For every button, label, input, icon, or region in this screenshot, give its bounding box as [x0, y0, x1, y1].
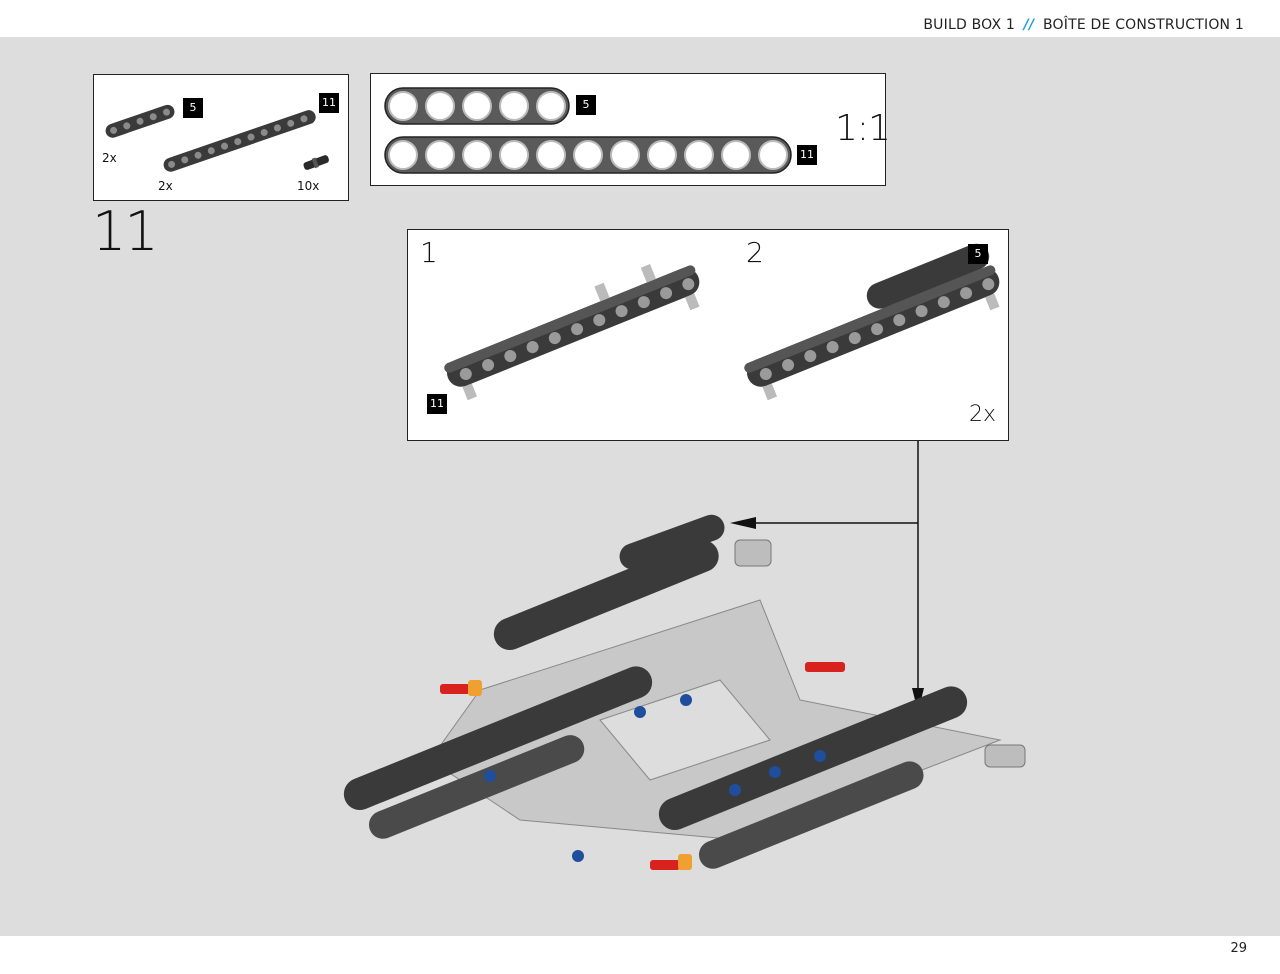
scale-beam-5 — [384, 87, 570, 125]
blue-pin-2 — [634, 706, 646, 718]
blue-pin-4 — [729, 784, 741, 796]
assembly-beam-left-long — [343, 666, 653, 811]
blue-pin-6 — [814, 750, 826, 762]
header-build-box-en: BUILD BOX 1 — [923, 17, 1016, 33]
pin-qty: 10x — [297, 179, 320, 193]
scale-reference-box: 5 11 1:1 — [370, 73, 891, 186]
substep-1-assembly — [444, 264, 700, 401]
red-pin-bottom — [650, 860, 680, 870]
page-footer: 29 — [0, 936, 1280, 974]
substep-illustrations — [444, 243, 1000, 401]
header-build-box-fr: BOÎTE DE CONSTRUCTION 1 — [1042, 17, 1244, 33]
beam-11-part — [163, 110, 316, 172]
beam-5-part — [105, 104, 175, 138]
scale-beam-11-badge: 11 — [797, 145, 817, 165]
assembly-beam-right-front — [698, 761, 924, 869]
multiplier-label: 2x — [969, 402, 997, 427]
page-number: 29 — [1230, 941, 1247, 956]
blue-pin-1 — [484, 770, 496, 782]
blue-pin-5 — [769, 766, 781, 778]
sub-assembly-box: 1 2 — [407, 229, 1009, 441]
pin-part — [303, 155, 329, 170]
red-pin-right — [805, 662, 845, 672]
beam-5-qty: 2x — [102, 151, 117, 165]
step-number: 11 — [92, 200, 159, 263]
substep-2-number: 2 — [746, 236, 764, 269]
header-separator: // — [1023, 17, 1035, 33]
assembly-beam-top — [619, 514, 725, 570]
header-title: BUILD BOX 1 // BOÎTE DE CONSTRUCTION 1 — [923, 17, 1244, 33]
beam-11-length-badge: 11 — [319, 93, 339, 113]
scale-beams — [384, 87, 792, 174]
parts-list-illustration — [105, 104, 329, 172]
scale-beam-11 — [384, 136, 792, 174]
assembly-beam-back — [493, 540, 719, 651]
gray-connector-right — [984, 744, 1026, 768]
substep-1-number: 1 — [420, 236, 438, 269]
orange-bush-bottom — [678, 854, 692, 870]
red-pin-left — [440, 684, 470, 694]
scale-beam-5-badge: 5 — [576, 95, 596, 115]
assembly-beam-left-front — [368, 735, 585, 839]
gray-connector-top — [734, 539, 772, 567]
orange-bush-left — [468, 680, 482, 696]
substep-2-assembly — [744, 243, 1000, 401]
parts-list-box: 5 11 2x 2x 10x — [93, 74, 349, 201]
page-header: BUILD BOX 1 // BOÎTE DE CONSTRUCTION 1 — [0, 0, 1280, 37]
blue-pin-3 — [680, 694, 692, 706]
beam-11-qty: 2x — [158, 179, 173, 193]
substep-1-badge: 11 — [427, 394, 447, 414]
beam-5-length-badge: 5 — [183, 98, 203, 118]
substep-2-badge: 5 — [968, 244, 988, 264]
blue-pin-7 — [572, 850, 584, 862]
assembly-opening — [599, 679, 771, 781]
scale-label: 1:1 — [835, 108, 891, 149]
